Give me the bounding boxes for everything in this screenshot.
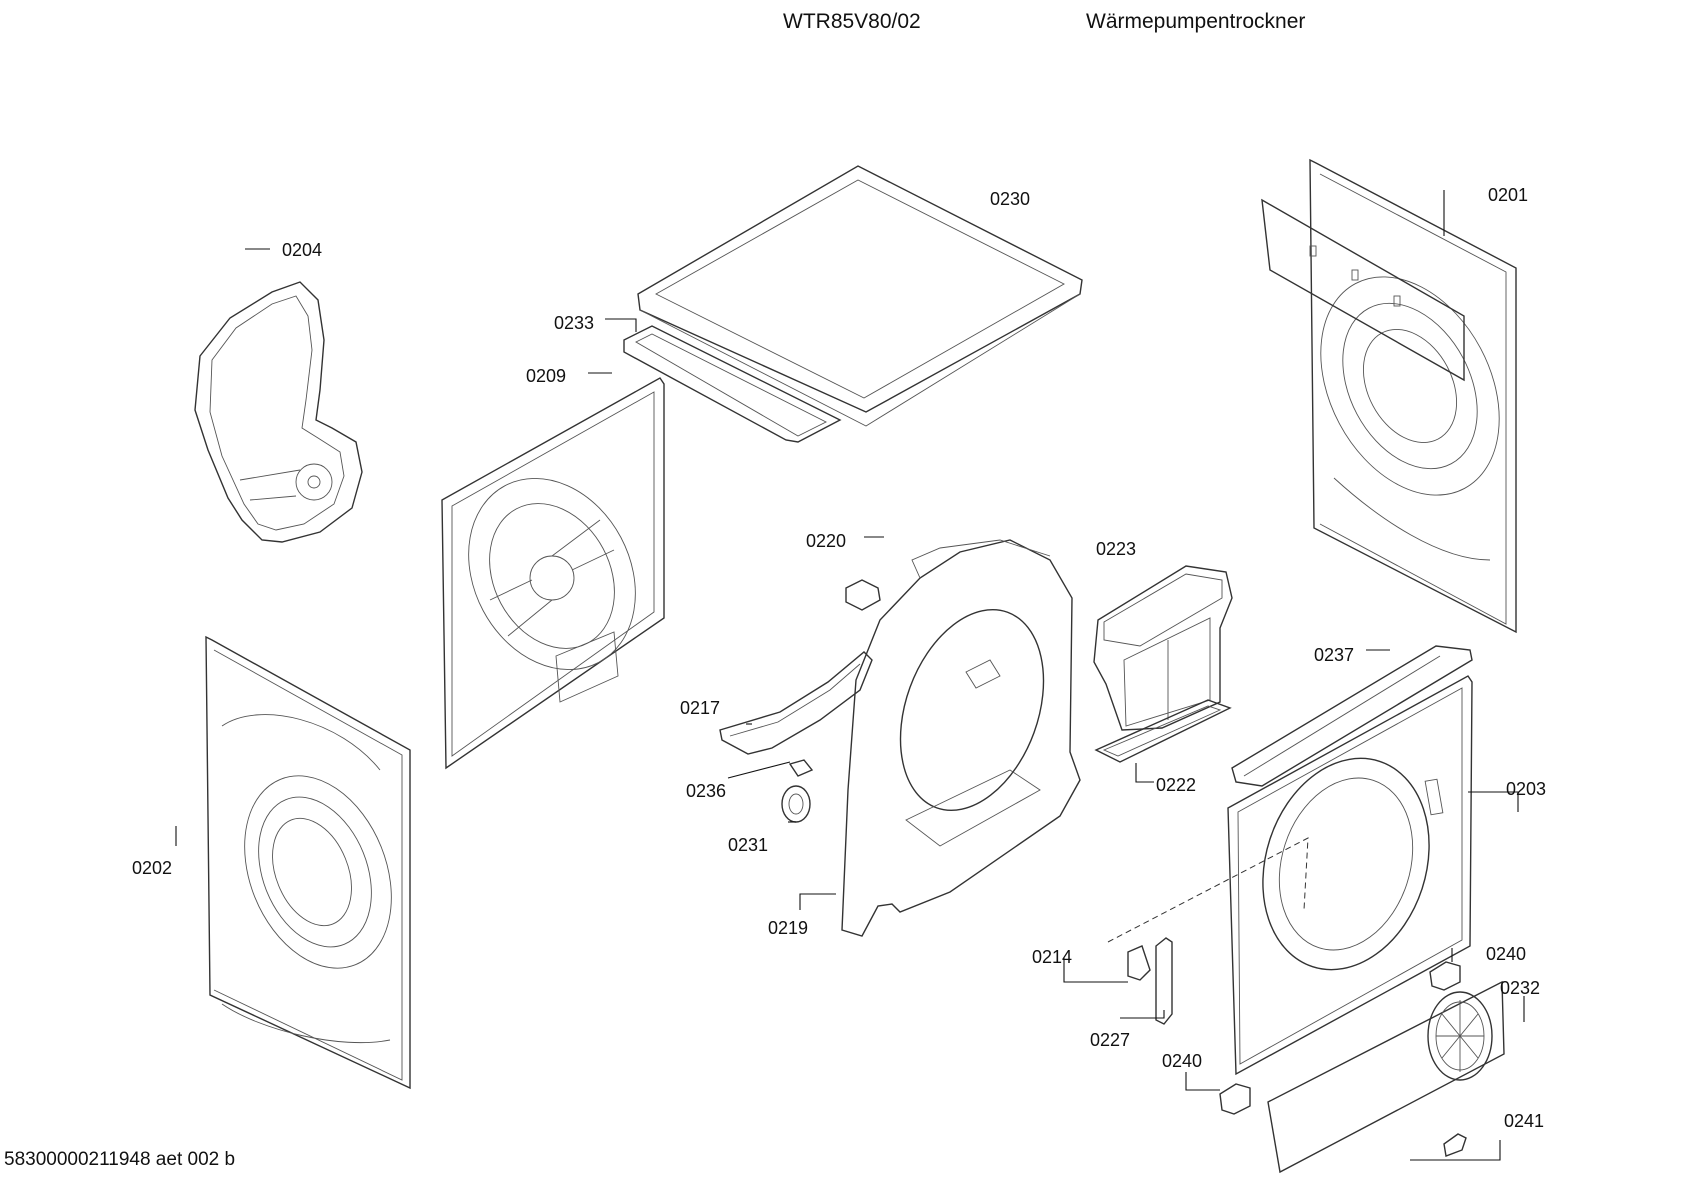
label-0203: 0203 xyxy=(1506,779,1546,799)
label-0204: 0204 xyxy=(282,240,322,260)
label-0222: 0222 xyxy=(1156,775,1196,795)
part-0240-hinge-lower[interactable] xyxy=(1219,1083,1251,1115)
part-0202-side-panel-left[interactable] xyxy=(205,635,419,1090)
part-0209-rear-panel[interactable] xyxy=(436,377,668,770)
label-0209: 0209 xyxy=(526,366,566,386)
label-0220: 0220 xyxy=(806,531,846,551)
part-0217-duct-channel[interactable] xyxy=(719,651,873,755)
label-0219: 0219 xyxy=(768,918,808,938)
part-0236-sensor[interactable] xyxy=(788,759,814,777)
label-0231: 0231 xyxy=(728,835,768,855)
part-0204-air-duct-housing[interactable] xyxy=(194,281,363,543)
label-0240-lower: 0240 xyxy=(1162,1051,1202,1071)
model-number: WTR85V80/02 xyxy=(783,10,921,33)
part-0241-bracket[interactable] xyxy=(1443,1133,1467,1157)
part-0230-top-cover[interactable] xyxy=(637,165,1083,427)
part-0227-latch-plate[interactable] xyxy=(1155,937,1173,1025)
assembly-guide-line xyxy=(1107,837,1309,943)
leader-lines xyxy=(175,190,1525,1161)
label-0223: 0223 xyxy=(1096,539,1136,559)
label-0202: 0202 xyxy=(132,858,172,878)
document-code: 58300000211948 aet 002 b xyxy=(4,1149,236,1170)
part-0231-knob[interactable] xyxy=(781,785,811,823)
part-control-bracket[interactable] xyxy=(1261,198,1465,382)
part-0214-door-lock[interactable] xyxy=(1127,945,1151,981)
part-0232-bottom-cover[interactable] xyxy=(1267,980,1505,1174)
part-0223-lint-filter[interactable] xyxy=(1093,565,1233,731)
label-0217: 0217 xyxy=(680,698,720,718)
label-0232: 0232 xyxy=(1500,978,1540,998)
label-0230: 0230 xyxy=(990,189,1030,209)
part-0222-seal[interactable] xyxy=(1094,699,1232,763)
part-0203-front-panel[interactable] xyxy=(1227,675,1473,1076)
label-0237: 0237 xyxy=(1314,645,1354,665)
part-0233-top-plate[interactable] xyxy=(623,325,842,443)
part-0201-side-panel-right[interactable] xyxy=(1285,158,1535,634)
label-0241: 0241 xyxy=(1504,1111,1544,1131)
part-0219-front-bearing-shield[interactable] xyxy=(841,539,1081,937)
label-0214: 0214 xyxy=(1032,947,1072,967)
label-0201: 0201 xyxy=(1488,185,1528,205)
label-0240-upper: 0240 xyxy=(1486,944,1526,964)
part-0237-rail[interactable] xyxy=(1231,645,1473,787)
label-0236: 0236 xyxy=(686,781,726,801)
appliance-description: Wärmepumpentrockner xyxy=(1086,10,1306,33)
label-0233: 0233 xyxy=(554,313,594,333)
label-0227: 0227 xyxy=(1090,1030,1130,1050)
part-0240-hinge-upper[interactable] xyxy=(1429,961,1461,991)
part-0220-clip[interactable] xyxy=(845,579,881,611)
